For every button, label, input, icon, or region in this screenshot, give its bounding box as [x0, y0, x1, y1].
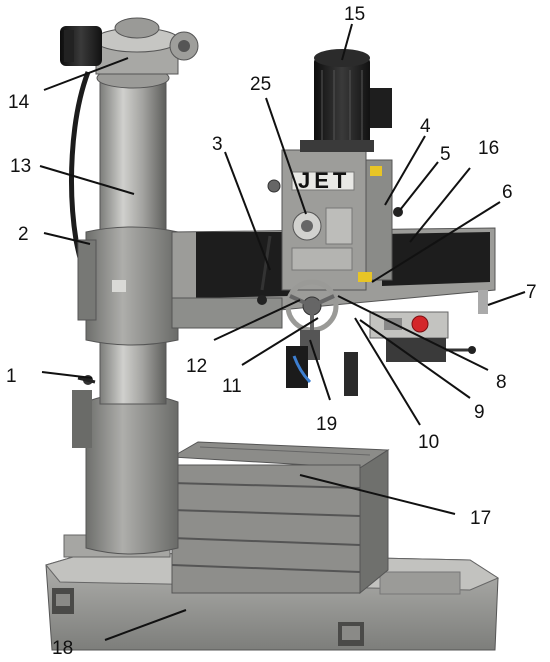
callout-5: 5	[440, 144, 451, 165]
callout-2: 2	[18, 224, 29, 245]
base	[45, 551, 500, 651]
brand-logo: JET	[298, 168, 350, 193]
leader-3	[224, 151, 271, 271]
callout-25: 25	[250, 74, 271, 95]
leader-1	[41, 371, 93, 379]
callout-1: 1	[6, 366, 17, 387]
leader-7	[487, 291, 526, 306]
callout-10: 10	[418, 432, 439, 453]
leader-13	[39, 165, 135, 195]
leader-19	[309, 339, 331, 401]
leader-25	[265, 97, 307, 215]
arm-carriage	[77, 226, 179, 346]
leader-lines	[39, 23, 526, 641]
leader-14	[43, 57, 129, 91]
main-motor	[300, 49, 392, 152]
leader-17	[299, 474, 456, 515]
callout-3: 3	[212, 134, 223, 155]
leader-15	[341, 23, 353, 61]
leader-6	[371, 201, 501, 283]
callout-labels: 1 2 3 4 5 6 7 8 9 10 11 12 13 14 15 16 1…	[6, 4, 537, 659]
leader-11	[241, 317, 319, 366]
callout-8: 8	[496, 372, 507, 393]
control-panel	[369, 207, 476, 362]
column-top-cap	[60, 17, 199, 75]
leader-18	[104, 609, 187, 641]
callout-16: 16	[478, 138, 499, 159]
callout-19: 19	[316, 414, 337, 435]
leader-5	[399, 161, 439, 211]
leader-9	[359, 319, 471, 399]
callout-14: 14	[8, 92, 30, 113]
drill-head: JET	[267, 149, 393, 291]
leader-2	[43, 232, 91, 245]
box-table	[170, 441, 390, 595]
leader-12	[213, 299, 301, 341]
callout-7: 7	[526, 282, 537, 303]
callout-15: 15	[344, 4, 365, 25]
callout-4: 4	[420, 116, 431, 137]
leader-16	[409, 167, 471, 243]
callout-17: 17	[470, 508, 491, 529]
callout-11: 11	[222, 376, 242, 397]
leader-10	[354, 317, 421, 426]
callout-18: 18	[52, 638, 73, 659]
callout-6: 6	[502, 182, 513, 203]
callout-12: 12	[186, 356, 207, 377]
leader-8	[337, 295, 489, 371]
callout-9: 9	[474, 402, 485, 423]
spindle	[286, 330, 358, 396]
leader-4	[384, 135, 426, 206]
callout-13: 13	[10, 156, 31, 177]
